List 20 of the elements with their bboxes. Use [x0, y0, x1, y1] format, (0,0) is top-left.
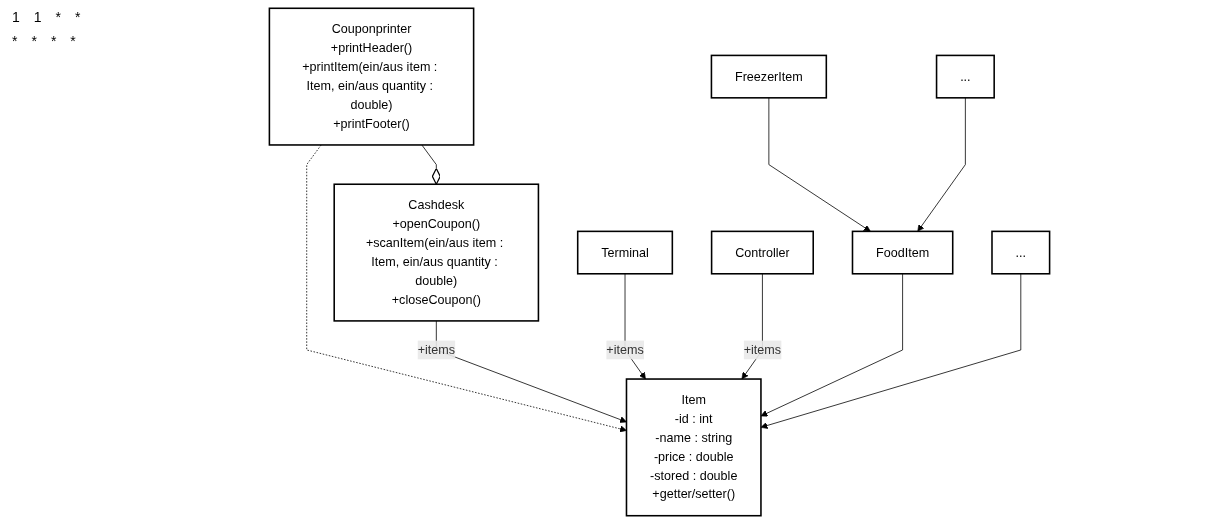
- multiplicity-label: *: [11, 32, 19, 50]
- edge-label: +items: [606, 342, 644, 357]
- multiplicity-label: *: [49, 32, 58, 50]
- edge-label: +items: [743, 342, 782, 357]
- multiplicity-label: *: [54, 8, 63, 26]
- node-box: Item -id : int -name : string -price : double -stored : double +getter/setter(): [625, 378, 762, 517]
- node-box: FoodItem: [851, 230, 954, 275]
- node-box: ...: [935, 54, 995, 99]
- multiplicity-label: 1: [11, 8, 21, 26]
- node-box: Controller: [710, 230, 814, 275]
- edge-label: +items: [417, 342, 455, 357]
- node-box: Couponprinter +printHeader() +printItem(ein/aus item : Item, ein/aus quantity : double) +printFooter(): [268, 7, 475, 146]
- node-box: FreezerItem: [710, 54, 828, 99]
- multiplicity-label: *: [69, 32, 77, 50]
- node-box: Terminal: [576, 230, 674, 275]
- node-box: Cashdesk +openCoupon() +scanItem(ein/aus item : Item, ein/aus quantity : double) +closeCoupon(): [333, 183, 540, 322]
- multiplicity-label: *: [74, 8, 82, 26]
- node-box: ...: [991, 230, 1051, 275]
- multiplicity-label: 1: [32, 8, 43, 26]
- multiplicity-label: *: [30, 32, 38, 50]
